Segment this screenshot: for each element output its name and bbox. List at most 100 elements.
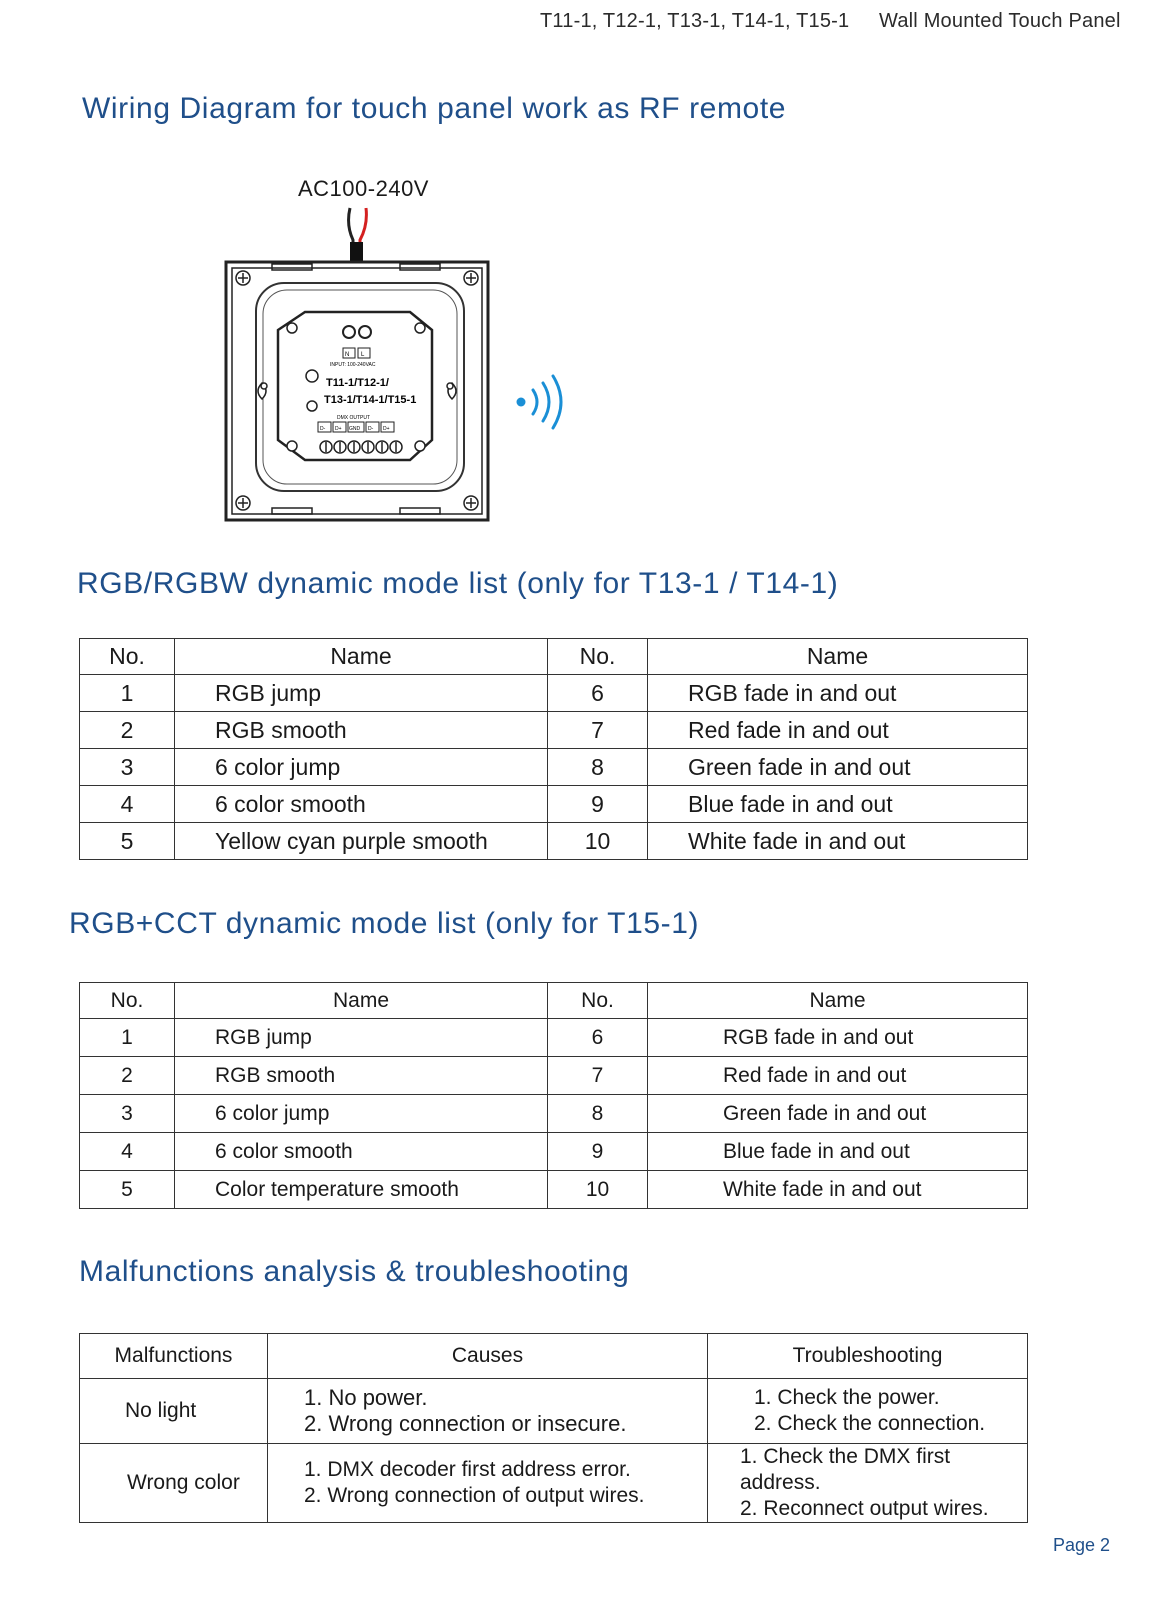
table-header-row: No. Name No. Name xyxy=(79,638,1028,675)
cause-line: 2. Wrong connection of output wires. xyxy=(304,1484,645,1507)
dmx-terminal-label: D+ xyxy=(335,426,342,432)
mode-number: 7 xyxy=(547,711,648,749)
mode-name: White fade in and out xyxy=(647,1170,1028,1209)
mode-number: 4 xyxy=(79,1132,175,1171)
mode-name: Green fade in and out xyxy=(647,748,1028,786)
input-label: INPUT: 100-240VAC xyxy=(330,362,376,368)
table-row: 4 6 color smooth 9 Blue fade in and out xyxy=(79,1132,1028,1171)
table-row: 2 RGB smooth 7 Red fade in and out xyxy=(79,711,1028,749)
fix-line: 1. Check the power. xyxy=(754,1386,940,1409)
cct-mode-table: No. Name No. Name 1 RGB jump 6 RGB fade … xyxy=(79,982,1028,1209)
table-header-row: Malfunctions Causes Troubleshooting xyxy=(79,1333,1028,1379)
mode-name: Blue fade in and out xyxy=(647,1132,1028,1171)
header-product: Wall Mounted Touch Panel xyxy=(879,10,1121,32)
table-row: 4 6 color smooth 9 Blue fade in and out xyxy=(79,785,1028,823)
table-row: 3 6 color jump 8 Green fade in and out xyxy=(79,1094,1028,1133)
header-name: Name xyxy=(174,982,548,1019)
table-row: Wrong color 1. DMX decoder first address… xyxy=(79,1443,1028,1523)
table-header-row: No. Name No. Name xyxy=(79,982,1028,1019)
mode-name: RGB fade in and out xyxy=(647,674,1028,712)
mode-name: Green fade in and out xyxy=(647,1094,1028,1133)
malfunction-cell: No light xyxy=(79,1378,268,1444)
fixes-cell: 1. Check the power. 2. Check the connect… xyxy=(707,1378,1028,1444)
mode-name: 6 color jump xyxy=(174,748,548,786)
malfunction-cell: Wrong color xyxy=(79,1443,268,1523)
mode-name: 6 color smooth xyxy=(174,1132,548,1171)
fixes-cell: 1. Check the DMX first address. 2. Recon… xyxy=(707,1443,1028,1523)
rf-signal-icon xyxy=(516,374,563,430)
header-models: T11-1, T12-1, T13-1, T14-1, T15-1 xyxy=(540,10,850,32)
terminal-n-label: N xyxy=(345,352,349,358)
mode-number: 1 xyxy=(79,674,175,712)
mode-number: 2 xyxy=(79,711,175,749)
output-terminals xyxy=(319,440,403,454)
header-name: Name xyxy=(647,638,1028,675)
rgb-table-title: RGB/RGBW dynamic mode list (only for T13… xyxy=(77,567,839,600)
mode-name: 6 color jump xyxy=(174,1094,548,1133)
cause-line: 2. Wrong connection or insecure. xyxy=(304,1411,627,1436)
live-wire xyxy=(358,207,368,262)
header-name: Name xyxy=(647,982,1028,1019)
mode-number: 10 xyxy=(547,822,648,860)
terminal-l-label: L xyxy=(361,352,365,358)
mode-name: RGB jump xyxy=(174,674,548,712)
mode-number: 8 xyxy=(547,748,648,786)
causes-cell: 1. No power. 2. Wrong connection or inse… xyxy=(267,1378,708,1444)
rgb-mode-table: No. Name No. Name 1 RGB jump 6 RGB fade … xyxy=(79,638,1028,860)
keyholes xyxy=(257,381,457,401)
header-malfunctions: Malfunctions xyxy=(79,1333,268,1379)
fix-line: 1. Check the DMX first address. xyxy=(740,1445,951,1494)
mode-number: 5 xyxy=(79,822,175,860)
mode-name: RGB fade in and out xyxy=(647,1018,1028,1057)
module-model-line2: T13-1/T14-1/T15-1 xyxy=(324,394,416,406)
header-no: No. xyxy=(547,638,648,675)
dmx-output-label: DMX OUTPUT xyxy=(337,415,370,421)
troubleshooting-table: Malfunctions Causes Troubleshooting No l… xyxy=(79,1333,1028,1523)
mode-name: Red fade in and out xyxy=(647,711,1028,749)
dmx-terminal-label: D+ xyxy=(383,426,390,432)
mode-name: RGB jump xyxy=(174,1018,548,1057)
mode-name: Color temperature smooth xyxy=(174,1170,548,1209)
mode-number: 6 xyxy=(547,1018,648,1057)
table-row: 5 Yellow cyan purple smooth 10 White fad… xyxy=(79,822,1028,860)
cct-table-title: RGB+CCT dynamic mode list (only for T15-… xyxy=(69,907,700,940)
voltage-label: AC100-240V xyxy=(298,176,429,201)
mode-number: 1 xyxy=(79,1018,175,1057)
mode-number: 5 xyxy=(79,1170,175,1209)
mode-name: White fade in and out xyxy=(647,822,1028,860)
header-troubleshooting: Troubleshooting xyxy=(707,1333,1028,1379)
mode-number: 4 xyxy=(79,785,175,823)
cause-line: 1. DMX decoder first address error. xyxy=(304,1458,631,1481)
wiring-diagram: N L INPUT: 100-240VAC T11-1/T12-1/ T13-1… xyxy=(224,207,563,522)
dmx-terminal-label: D- xyxy=(320,426,326,432)
mode-number: 10 xyxy=(547,1170,648,1209)
module-model-line1: T11-1/T12-1/ xyxy=(326,377,389,389)
mode-number: 3 xyxy=(79,748,175,786)
header-no: No. xyxy=(547,982,648,1019)
fix-line: 2. Check the connection. xyxy=(754,1412,986,1435)
mode-name: RGB smooth xyxy=(174,711,548,749)
header-no: No. xyxy=(79,638,175,675)
fix-line: 2. Reconnect output wires. xyxy=(740,1497,989,1520)
dmx-terminal-label: D- xyxy=(368,426,374,432)
mode-name: RGB smooth xyxy=(174,1056,548,1095)
mode-number: 3 xyxy=(79,1094,175,1133)
mode-name: 6 color smooth xyxy=(174,785,548,823)
table-row: 3 6 color jump 8 Green fade in and out xyxy=(79,748,1028,786)
dmx-terminal-label: GND xyxy=(349,426,361,432)
table-row: 2 RGB smooth 7 Red fade in and out xyxy=(79,1056,1028,1095)
mode-number: 6 xyxy=(547,674,648,712)
mode-name: Red fade in and out xyxy=(647,1056,1028,1095)
table-row: No light 1. No power. 2. Wrong connectio… xyxy=(79,1378,1028,1444)
mode-number: 9 xyxy=(547,1132,648,1171)
mode-number: 9 xyxy=(547,785,648,823)
trouble-table-title: Malfunctions analysis & troubleshooting xyxy=(79,1255,630,1288)
mode-number: 8 xyxy=(547,1094,648,1133)
neutral-wire xyxy=(347,207,355,262)
causes-cell: 1. DMX decoder first address error. 2. W… xyxy=(267,1443,708,1523)
wiring-title: Wiring Diagram for touch panel work as R… xyxy=(82,92,787,125)
table-row: 1 RGB jump 6 RGB fade in and out xyxy=(79,674,1028,712)
cause-line: 1. No power. xyxy=(304,1385,428,1410)
header-no: No. xyxy=(79,982,175,1019)
header-causes: Causes xyxy=(267,1333,708,1379)
